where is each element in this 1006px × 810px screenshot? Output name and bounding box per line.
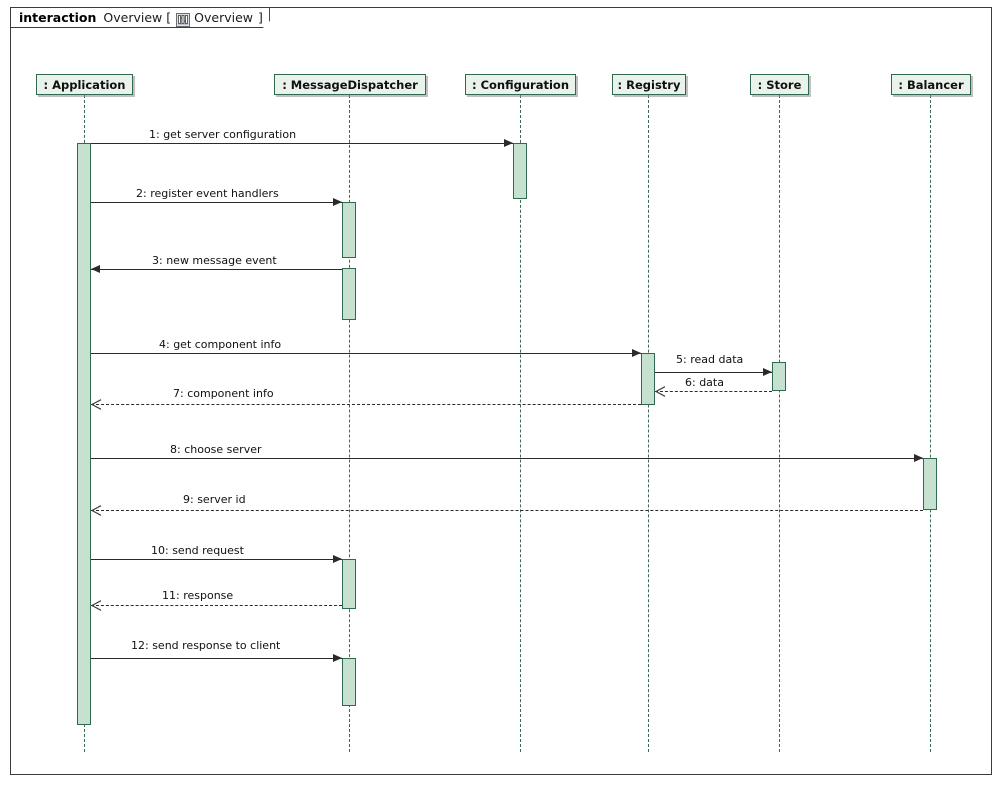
- lifeline-label-application: : Application: [43, 77, 126, 92]
- lifeline-label-balancer: : Balancer: [898, 77, 964, 92]
- lifeline-messagedispatcher: [349, 95, 350, 752]
- message-line-11[interactable]: [91, 605, 342, 606]
- message-line-6[interactable]: [655, 391, 772, 392]
- message-line-8[interactable]: [91, 458, 923, 459]
- message-line-1[interactable]: [91, 143, 513, 144]
- interaction-frame: [10, 7, 992, 775]
- message-arrowhead-1: [504, 139, 513, 147]
- message-label-11: 11: response: [162, 589, 234, 602]
- lifeline-head-configuration[interactable]: : Configuration: [465, 74, 576, 95]
- message-line-4[interactable]: [91, 353, 641, 354]
- lifeline-registry: [648, 95, 649, 752]
- uml-interaction-icon: [176, 12, 190, 26]
- message-label-4: 4: get component info: [159, 338, 282, 351]
- message-line-3[interactable]: [91, 269, 342, 270]
- message-line-5[interactable]: [655, 372, 772, 373]
- message-label-12: 12: send response to client: [131, 639, 281, 652]
- message-label-8: 8: choose server: [170, 443, 262, 456]
- lifeline-head-registry[interactable]: : Registry: [612, 74, 686, 95]
- message-arrowhead-2: [333, 198, 342, 206]
- lifeline-label-messagedispatcher: : MessageDispatcher: [282, 77, 418, 92]
- frame-bracket-open: [: [166, 10, 172, 25]
- message-label-2: 2: register event handlers: [136, 187, 279, 200]
- message-label-10: 10: send request: [151, 544, 244, 557]
- message-label-1: 1: get server configuration: [149, 128, 297, 141]
- message-arrowhead-4: [632, 349, 641, 357]
- message-label-5: 5: read data: [676, 353, 744, 366]
- lifeline-head-messagedispatcher[interactable]: : MessageDispatcher: [274, 74, 426, 95]
- lifeline-label-store: : Store: [757, 77, 802, 92]
- message-arrowhead-10: [333, 555, 342, 563]
- act-config-1[interactable]: [513, 143, 527, 199]
- message-label-3: 3: new message event: [152, 254, 277, 267]
- message-arrowhead-8: [914, 454, 923, 462]
- message-arrowhead-5: [763, 368, 772, 376]
- message-arrowhead-3: [91, 265, 100, 273]
- lifeline-label-configuration: : Configuration: [471, 77, 570, 92]
- message-label-6: 6: data: [685, 376, 724, 389]
- act-balancer-1[interactable]: [923, 458, 937, 510]
- message-line-9[interactable]: [91, 510, 923, 511]
- act-registry-1[interactable]: [641, 353, 655, 405]
- lifeline-head-application[interactable]: : Application: [36, 74, 133, 95]
- message-label-7: 7: component info: [173, 387, 274, 400]
- message-label-9: 9: server id: [183, 493, 246, 506]
- lifeline-head-balancer[interactable]: : Balancer: [891, 74, 971, 95]
- lifeline-configuration: [520, 95, 521, 752]
- lifeline-store: [779, 95, 780, 752]
- message-line-10[interactable]: [91, 559, 342, 560]
- frame-bracket-close: ]: [258, 10, 263, 25]
- act-dispatcher-2[interactable]: [342, 268, 356, 320]
- frame-name: Overview: [103, 10, 163, 25]
- act-application[interactable]: [77, 143, 91, 725]
- interaction-frame-header: interaction Overview [ Overview ]: [10, 7, 270, 28]
- frame-keyword: interaction: [19, 10, 97, 25]
- message-line-12[interactable]: [91, 658, 342, 659]
- lifeline-label-registry: : Registry: [617, 77, 681, 92]
- message-line-2[interactable]: [91, 202, 342, 203]
- frame-diagram-name: Overview: [194, 10, 254, 25]
- lifeline-balancer: [930, 95, 931, 752]
- act-dispatcher-3[interactable]: [342, 559, 356, 609]
- message-line-7[interactable]: [91, 404, 641, 405]
- act-dispatcher-1[interactable]: [342, 202, 356, 258]
- act-store-1[interactable]: [772, 362, 786, 391]
- lifeline-head-store[interactable]: : Store: [750, 74, 809, 95]
- message-arrowhead-12: [333, 654, 342, 662]
- act-dispatcher-4[interactable]: [342, 658, 356, 706]
